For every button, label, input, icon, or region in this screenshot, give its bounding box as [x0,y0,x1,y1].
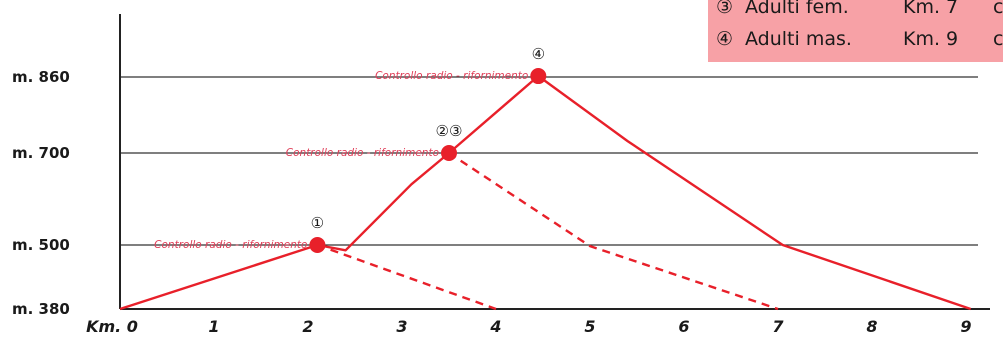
checkpoint-dot [441,145,457,161]
checkpoint-label: Controllo radio - rifornimento [154,239,307,251]
checkpoint-dot [530,68,547,85]
y-tick-label: m. 860 [12,68,70,86]
checkpoint-number: ① [311,214,324,232]
y-tick-labels: m. 380 m. 500 m. 700 m. 860 [12,68,70,318]
legend-name: Adulti mas. [745,28,852,50]
x-tick-label: 8 [866,317,877,336]
x-tick-label: Km. 0 [86,317,138,336]
x-tick-label: 7 [772,317,784,336]
x-tick-labels: Km. 0 1 2 3 4 5 6 7 8 9 [86,317,972,336]
y-tick-label: m. 500 [12,236,70,254]
x-tick-label: 2 [302,317,313,336]
profile-line [119,74,972,311]
checkpoints: Controllo radio - rifornimento ① Controllo… [154,45,547,253]
y-tick-label: m. 380 [12,300,70,318]
x-tick-label: 3 [396,317,407,336]
dashed-profile-line [448,151,779,311]
x-tick-label: 4 [489,317,501,336]
x-tick-label: 9 [960,317,971,336]
legend-tail: c [993,0,1003,18]
x-tick-label: 1 [208,317,219,336]
legend: ③ Adulti fem. Km. 7 c ④ Adulti mas. Km. 9 c [716,0,1003,50]
x-tick-label: 6 [678,317,689,336]
x-tick-label: 5 [584,317,595,336]
checkpoint-label: Controllo radio - rifornimento [286,147,439,159]
checkpoint-label: Controllo radio - rifornimento [375,70,528,82]
y-tick-label: m. 700 [12,144,70,162]
gridlines [120,76,978,246]
legend-tail: c [993,28,1003,50]
checkpoint-dot [309,237,326,253]
dashed-profile-line [316,243,497,311]
checkpoint-number: ②③ [436,122,463,140]
legend-number: ③ [716,0,733,18]
legend-name: Adulti fem. [745,0,849,18]
checkpoint-number: ④ [532,45,545,63]
legend-distance: Km. 9 [903,28,958,50]
legend-box [708,0,1003,62]
legend-number: ④ [716,28,733,50]
profile-series [119,74,972,311]
legend-distance: Km. 7 [903,0,958,18]
